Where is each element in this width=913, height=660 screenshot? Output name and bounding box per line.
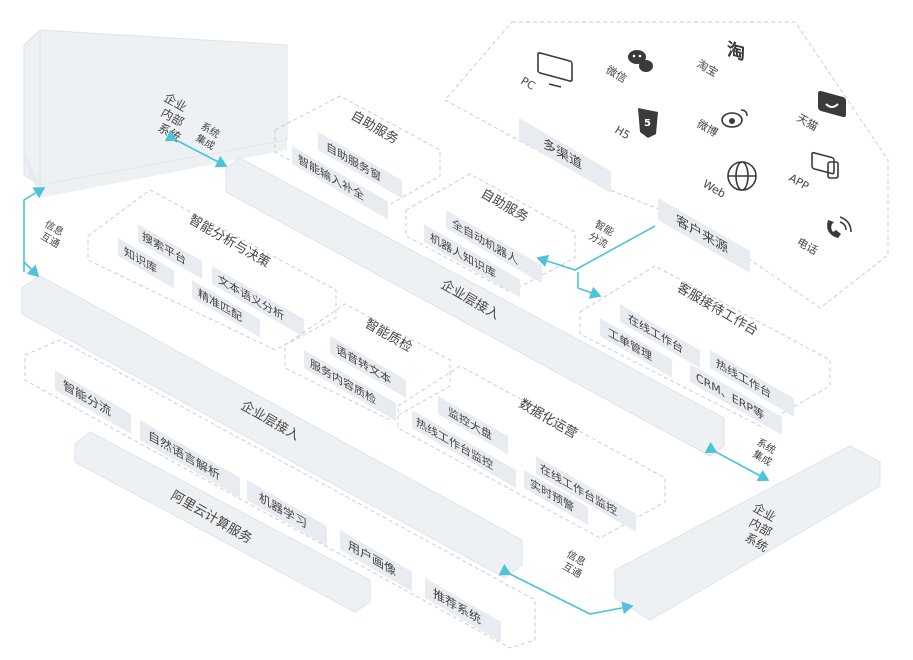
top-integration-arrow <box>164 129 228 168</box>
app-icon <box>811 151 839 179</box>
web-label: Web <box>701 177 728 200</box>
upper-access-bar: 企业层接入 <box>225 157 725 457</box>
pc-label: PC <box>519 74 538 93</box>
wechat-label: 微信 <box>604 62 630 85</box>
taobao-label: 淘宝 <box>695 56 721 79</box>
right-integration-arrow <box>704 441 770 482</box>
phone-label: 电话 <box>795 235 821 257</box>
reception-title: 客服接待工作台 <box>674 280 761 339</box>
h5-icon: 5 <box>638 108 658 138</box>
tmall-icon <box>818 90 846 118</box>
weibo-label: 微博 <box>695 116 721 139</box>
weibo-icon <box>721 109 748 128</box>
digital-ops-title: 数据化运营 <box>516 396 580 441</box>
self-service-2-group <box>405 173 576 293</box>
left-info-arrow-down <box>23 261 40 278</box>
bottom-info-arrow <box>498 563 634 615</box>
tmall-label: 天猫 <box>795 111 821 133</box>
reception-group <box>579 265 831 427</box>
quality-group <box>284 303 451 421</box>
h5-label: H5 <box>613 123 633 142</box>
pc-icon <box>537 52 573 88</box>
app-label: APP <box>787 171 812 193</box>
cloud-group <box>24 339 536 649</box>
analysis-group <box>87 189 337 351</box>
cloud-item: 推荐系统 <box>425 578 501 642</box>
svg-text:5: 5 <box>644 118 651 129</box>
customer-source-tag: 客户来源 <box>658 198 750 274</box>
smart-routing-arrow-down <box>577 272 602 299</box>
web-icon <box>727 161 757 191</box>
cloud-item: 智能分流 <box>55 370 131 434</box>
self-service-2-title: 自助服务 <box>478 186 531 226</box>
left-info-arrow <box>23 187 46 272</box>
self-service-1-title: 自助服务 <box>348 108 401 148</box>
phone-icon <box>827 216 852 238</box>
svg-text:多渠道: 多渠道 <box>543 135 582 173</box>
channels-hexagon <box>444 21 889 309</box>
taobao-icon: 淘 <box>727 38 745 64</box>
multi-channel-tag: 多渠道 <box>519 118 611 194</box>
smart-routing-arrow <box>536 225 656 271</box>
wechat-icon <box>628 50 653 72</box>
self-service-1-group <box>274 95 441 211</box>
digital-ops-group <box>397 365 666 539</box>
svg-text:淘: 淘 <box>727 38 745 64</box>
quality-title: 智能质检 <box>362 316 415 355</box>
